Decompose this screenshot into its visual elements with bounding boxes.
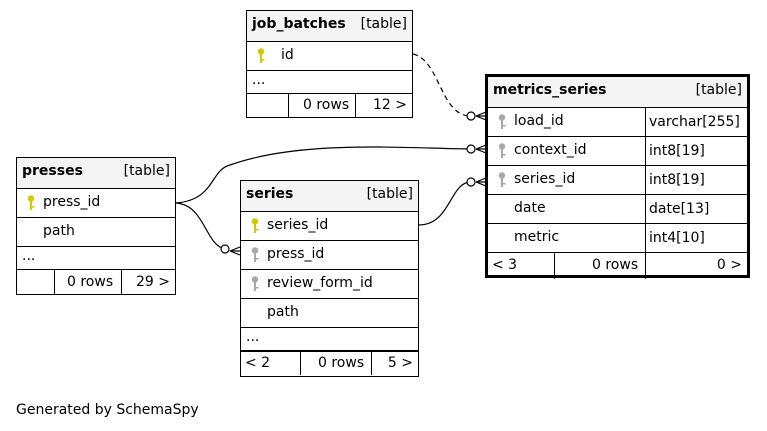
ellipsis: ... <box>252 72 266 88</box>
column-name: metric <box>514 229 560 245</box>
edge-presses-to-metrics-series <box>175 146 471 204</box>
edge-end-circle <box>220 244 230 254</box>
column-name: path <box>267 304 299 320</box>
primary-key-icon <box>257 48 265 63</box>
column-type: varchar[255] <box>645 108 747 136</box>
table-presses[interactable]: presses [table] press_id path ... 0 rows… <box>16 157 176 295</box>
child-count: 29 > <box>136 274 170 290</box>
crowfoot-marker <box>475 144 487 154</box>
row-count: 0 rows <box>67 274 114 290</box>
ellipsis: ... <box>22 248 36 264</box>
foreign-key-icon <box>251 276 259 291</box>
table-name: presses <box>22 163 83 179</box>
table-name: job_batches <box>252 16 346 32</box>
crowfoot-marker <box>475 111 487 121</box>
child-count: 12 > <box>373 97 407 113</box>
child-count: 5 > <box>387 355 413 371</box>
table-name: metrics_series <box>493 82 607 98</box>
edge-end-circle <box>466 177 476 187</box>
column-row: review_form_id <box>241 269 418 298</box>
row-count: 0 rows <box>318 355 365 371</box>
edge-job-batches-to-metrics-series <box>412 53 471 117</box>
table-footer: < 2 0 rows 5 > <box>241 350 418 375</box>
column-row: context_id int8[19] <box>488 136 747 165</box>
more-columns: ... <box>17 246 175 269</box>
column-name: date <box>514 200 546 216</box>
parent-count: < 2 <box>245 355 271 371</box>
table-footer: 0 rows 29 > <box>17 269 175 294</box>
child-count: 0 > <box>716 257 742 273</box>
column-name: review_form_id <box>267 275 373 291</box>
table-header: metrics_series [table] <box>488 77 747 107</box>
edge-end-circle <box>466 144 476 154</box>
column-name: context_id <box>514 142 587 158</box>
table-footer: < 3 0 rows 0 > <box>488 252 747 279</box>
foreign-key-icon <box>251 247 259 262</box>
column-row: id <box>247 41 412 70</box>
column-type: int4[10] <box>645 224 747 252</box>
column-type: int8[19] <box>645 166 747 194</box>
ellipsis: ... <box>246 329 260 345</box>
table-header: presses [table] <box>17 158 175 188</box>
row-count: 0 rows <box>592 257 639 273</box>
column-type: date[13] <box>645 195 747 223</box>
edge-end-circle <box>466 111 476 121</box>
table-kind: [table] <box>366 186 413 202</box>
column-name: id <box>281 47 294 63</box>
edge-series-to-metrics-series <box>418 181 471 226</box>
column-name: press_id <box>43 194 101 210</box>
table-kind: [table] <box>695 82 742 98</box>
column-name: series_id <box>514 171 576 187</box>
table-kind: [table] <box>123 163 170 179</box>
foreign-key-icon <box>498 143 506 158</box>
primary-key-icon <box>27 195 35 210</box>
column-name: load_id <box>514 113 564 129</box>
column-row: metric int4[10] <box>488 223 747 252</box>
column-row: series_id int8[19] <box>488 165 747 194</box>
table-job-batches[interactable]: job_batches [table] id ... 0 rows 12 > <box>246 10 413 118</box>
column-name: press_id <box>267 246 325 262</box>
column-row: load_id varchar[255] <box>488 107 747 136</box>
table-kind: [table] <box>360 16 407 32</box>
crowfoot-marker <box>475 177 487 187</box>
row-count: 0 rows <box>303 97 350 113</box>
column-row: date date[13] <box>488 194 747 223</box>
column-row: press_id <box>17 188 175 217</box>
crowfoot-marker <box>229 246 241 256</box>
column-type: int8[19] <box>645 137 747 165</box>
column-name: series_id <box>267 217 329 233</box>
more-columns: ... <box>241 327 418 350</box>
table-header: series [table] <box>241 181 418 211</box>
table-series[interactable]: series [table] series_id press_id review… <box>240 180 419 377</box>
foreign-key-icon <box>498 172 506 187</box>
generated-by-caption: Generated by SchemaSpy <box>16 402 199 418</box>
table-metrics-series[interactable]: metrics_series [table] load_id varchar[2… <box>485 74 750 279</box>
table-footer: 0 rows 12 > <box>247 93 412 117</box>
column-row: path <box>241 298 418 327</box>
primary-key-icon <box>251 218 259 233</box>
table-name: series <box>246 186 294 202</box>
column-row: press_id <box>241 240 418 269</box>
parent-count: < 3 <box>492 257 518 273</box>
column-row: path <box>17 217 175 246</box>
more-columns: ... <box>247 70 412 93</box>
column-row: series_id <box>241 211 418 240</box>
table-header: job_batches [table] <box>247 11 412 41</box>
foreign-key-icon <box>498 114 506 129</box>
column-name: path <box>43 223 75 239</box>
edge-presses-to-series <box>175 202 226 250</box>
